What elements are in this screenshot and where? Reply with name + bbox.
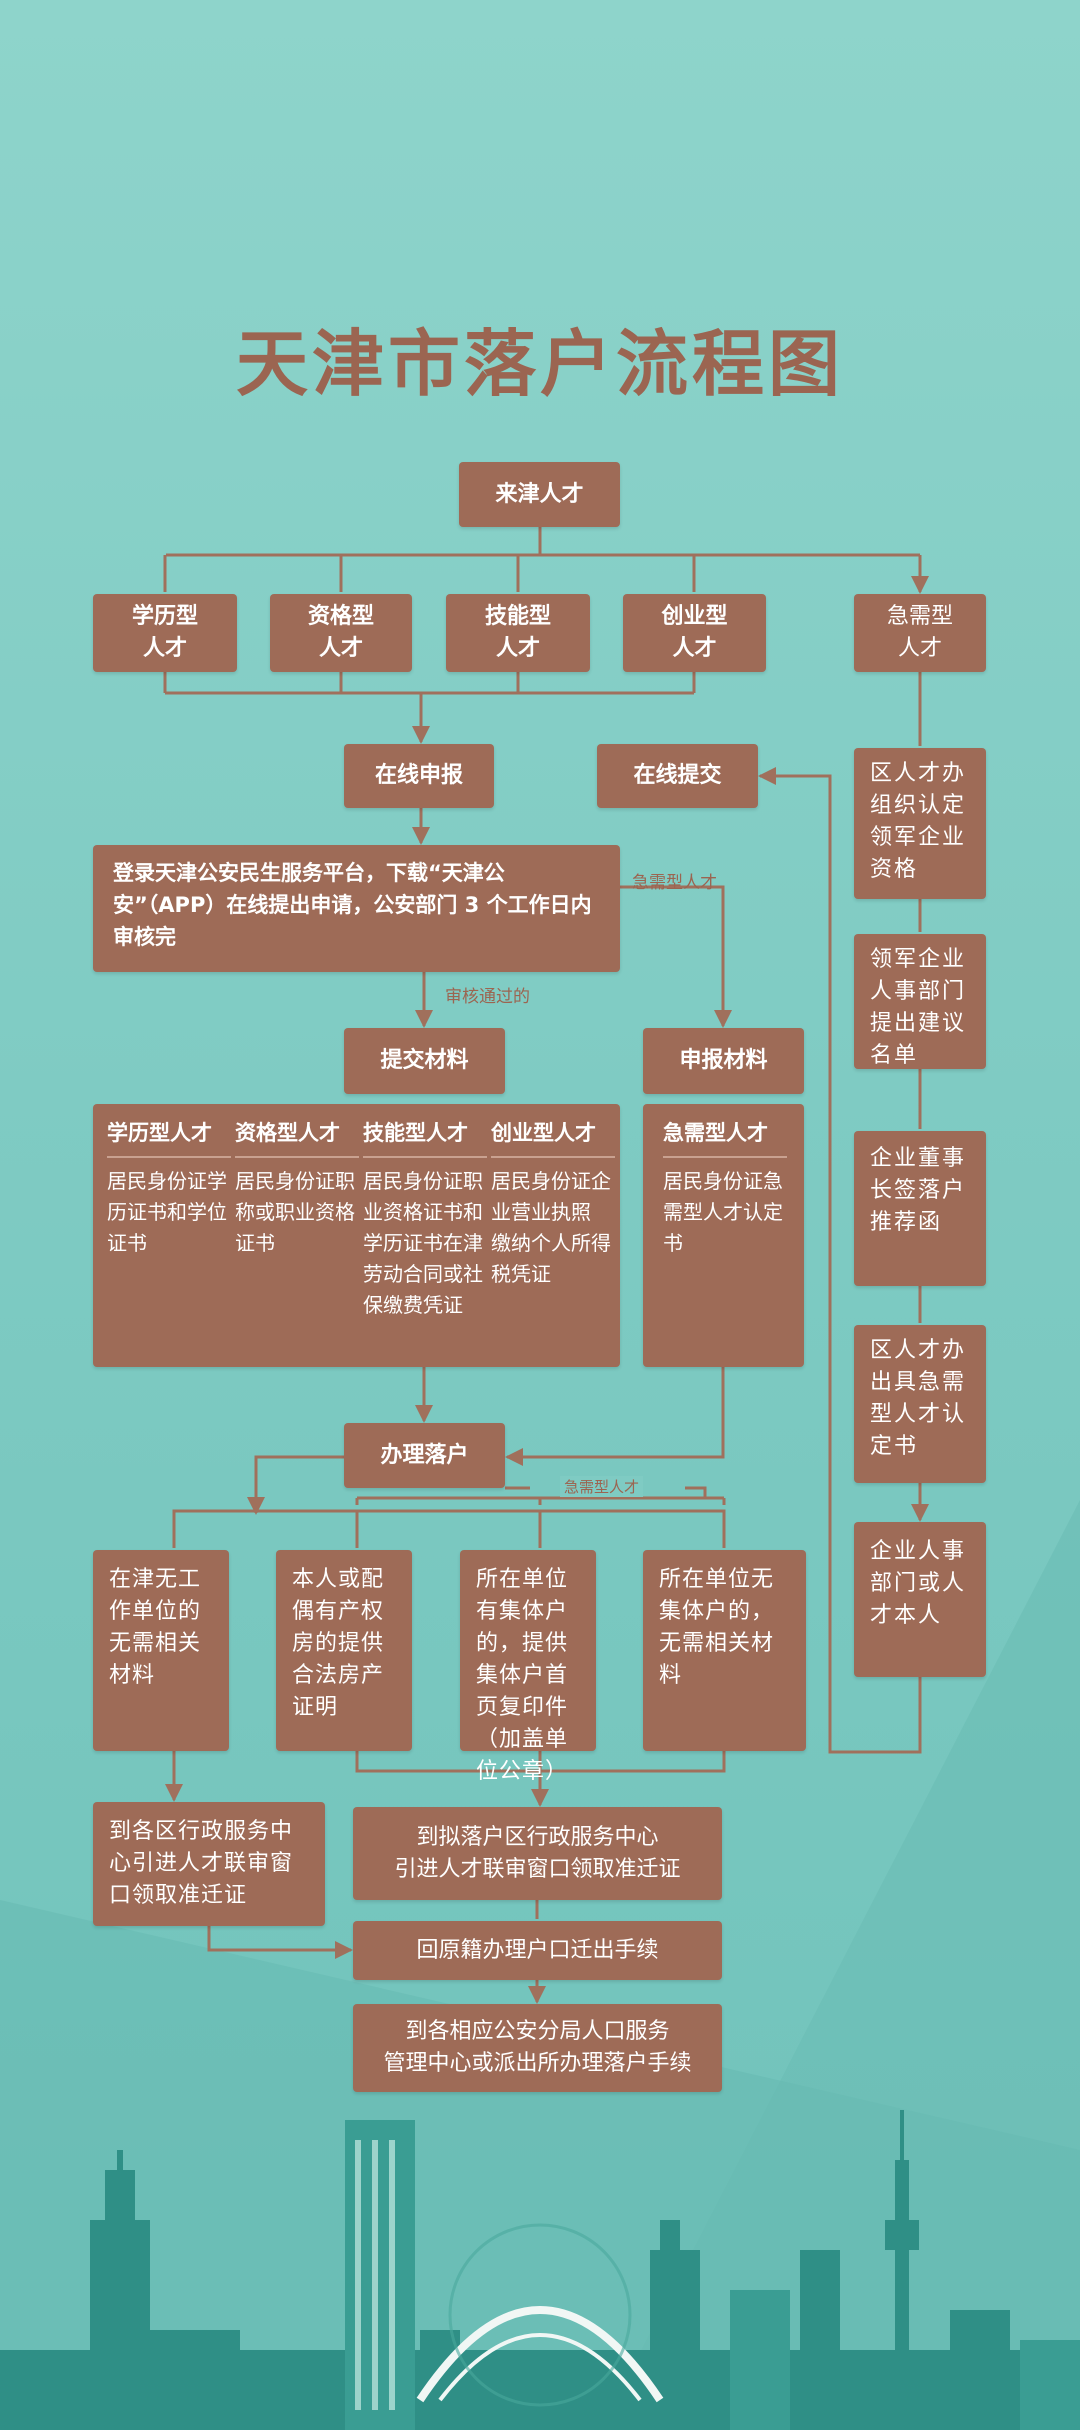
category-entrepreneur: 创业型人才 xyxy=(623,594,766,672)
tianjin-skyline-illustration xyxy=(0,2110,1080,2430)
settle-option-collective-household: 所在单位有集体户的，提供集体户首页复印件（加盖单位公章） xyxy=(460,1550,596,1784)
online-submit-node: 在线提交 xyxy=(597,744,758,808)
category-qualification: 资格型人才 xyxy=(270,594,412,672)
urgent-step-5: 企业人事部门或人才本人 xyxy=(854,1522,986,1677)
materials-column: 创业型人才居民身份证企业营业执照 缴纳个人所得税凭证 xyxy=(491,1118,615,1290)
materials-column: 急需型人才居民身份证急需型人才认定书 xyxy=(663,1118,787,1259)
materials-column: 学历型人才居民身份证学历证书和学位证书 xyxy=(107,1118,231,1259)
category-label: 人才 xyxy=(318,636,363,661)
materials-column-head: 创业型人才 xyxy=(491,1118,615,1158)
settle-option-no-collective: 所在单位无集体户的，无需相关材料 xyxy=(643,1550,806,1751)
materials-column-text: 居民身份证职业资格证书和学历证书在津劳动合同或社保缴费凭证 xyxy=(363,1169,483,1317)
online-report-node: 在线申报 xyxy=(344,744,494,808)
urgent-step-3: 企业董事长签落户推荐函 xyxy=(854,1131,986,1286)
category-label: 学历型 xyxy=(131,604,198,629)
settle-option-no-employer: 在津无工作单位的无需相关材料 xyxy=(93,1550,229,1751)
district-center-node: 到各区行政服务中心引进人才联审窗口领取准迁证 xyxy=(93,1802,325,1926)
final-node: 到各相应公安分局人口服务 管理中心或派出所办理落户手续 xyxy=(353,2004,722,2092)
report-materials-node: 申报材料 xyxy=(643,1028,804,1094)
login-step-node: 登录天津公安民生服务平台，下载“天津公安”（APP）在线提出申请，公安部门 3 … xyxy=(93,845,620,972)
urgent-materials: 急需型人才居民身份证急需型人才认定书 xyxy=(643,1104,804,1367)
urgent-step-4: 区人才办出具急需型人才认定书 xyxy=(854,1325,986,1483)
materials-column-text: 居民身份证急需型人才认定书 xyxy=(663,1169,783,1255)
category-label: 人才 xyxy=(897,636,942,661)
urgent-step-1: 区人才办组织认定领军企业资格 xyxy=(854,748,986,899)
category-education: 学历型人才 xyxy=(93,594,237,672)
materials-table: 学历型人才居民身份证学历证书和学位证书 资格型人才居民身份证职称或职业资格证书 … xyxy=(93,1104,620,1367)
category-label: 资格型 xyxy=(307,604,374,629)
approved-label: 审核通过的 xyxy=(445,987,530,1007)
start-node: 来津人才 xyxy=(459,462,620,527)
target-center-line: 引进人才联审窗口领取准迁证 xyxy=(394,1856,681,1882)
move-out-node: 回原籍办理户口迁出手续 xyxy=(353,1921,722,1980)
category-label: 人才 xyxy=(672,636,717,661)
final-line: 到各相应公安分局人口服务 xyxy=(405,2019,670,2044)
page-title: 天津市落户流程图 xyxy=(235,321,844,406)
materials-column-head: 资格型人才 xyxy=(235,1118,359,1158)
materials-column-text: 居民身份证企业营业执照 缴纳个人所得税凭证 xyxy=(491,1169,611,1286)
materials-column: 资格型人才居民身份证职称或职业资格证书 xyxy=(235,1118,359,1259)
category-label: 创业型 xyxy=(661,604,728,629)
handle-settle-node: 办理落户 xyxy=(344,1423,505,1488)
target-center-line: 到拟落户区行政服务中心 xyxy=(416,1824,659,1850)
materials-column-head: 技能型人才 xyxy=(363,1118,487,1158)
urgent-branch-label-2: 急需型人才 xyxy=(560,1476,644,1497)
category-label: 技能型 xyxy=(484,604,551,629)
materials-column-text: 居民身份证职称或职业资格证书 xyxy=(235,1169,355,1255)
materials-column-text: 居民身份证学历证书和学位证书 xyxy=(107,1169,227,1255)
urgent-step-2: 领军企业人事部门提出建议名单 xyxy=(854,934,986,1069)
urgent-branch-label: 急需型人才 xyxy=(632,873,717,893)
final-line: 管理中心或派出所办理落户手续 xyxy=(383,2051,692,2076)
settle-option-own-property: 本人或配偶有产权房的提供合法房产证明 xyxy=(276,1550,412,1751)
category-label: 急需型 xyxy=(886,604,953,629)
target-center-node: 到拟落户区行政服务中心 引进人才联审窗口领取准迁证 xyxy=(353,1807,722,1900)
category-skill: 技能型人才 xyxy=(446,594,590,672)
materials-column: 技能型人才居民身份证职业资格证书和学历证书在津劳动合同或社保缴费凭证 xyxy=(363,1118,487,1321)
materials-column-head: 急需型人才 xyxy=(663,1118,787,1158)
category-urgent: 急需型人才 xyxy=(854,594,986,672)
category-label: 人才 xyxy=(495,636,540,661)
category-label: 人才 xyxy=(142,636,187,661)
submit-materials-node: 提交材料 xyxy=(344,1028,505,1094)
materials-column-head: 学历型人才 xyxy=(107,1118,231,1158)
